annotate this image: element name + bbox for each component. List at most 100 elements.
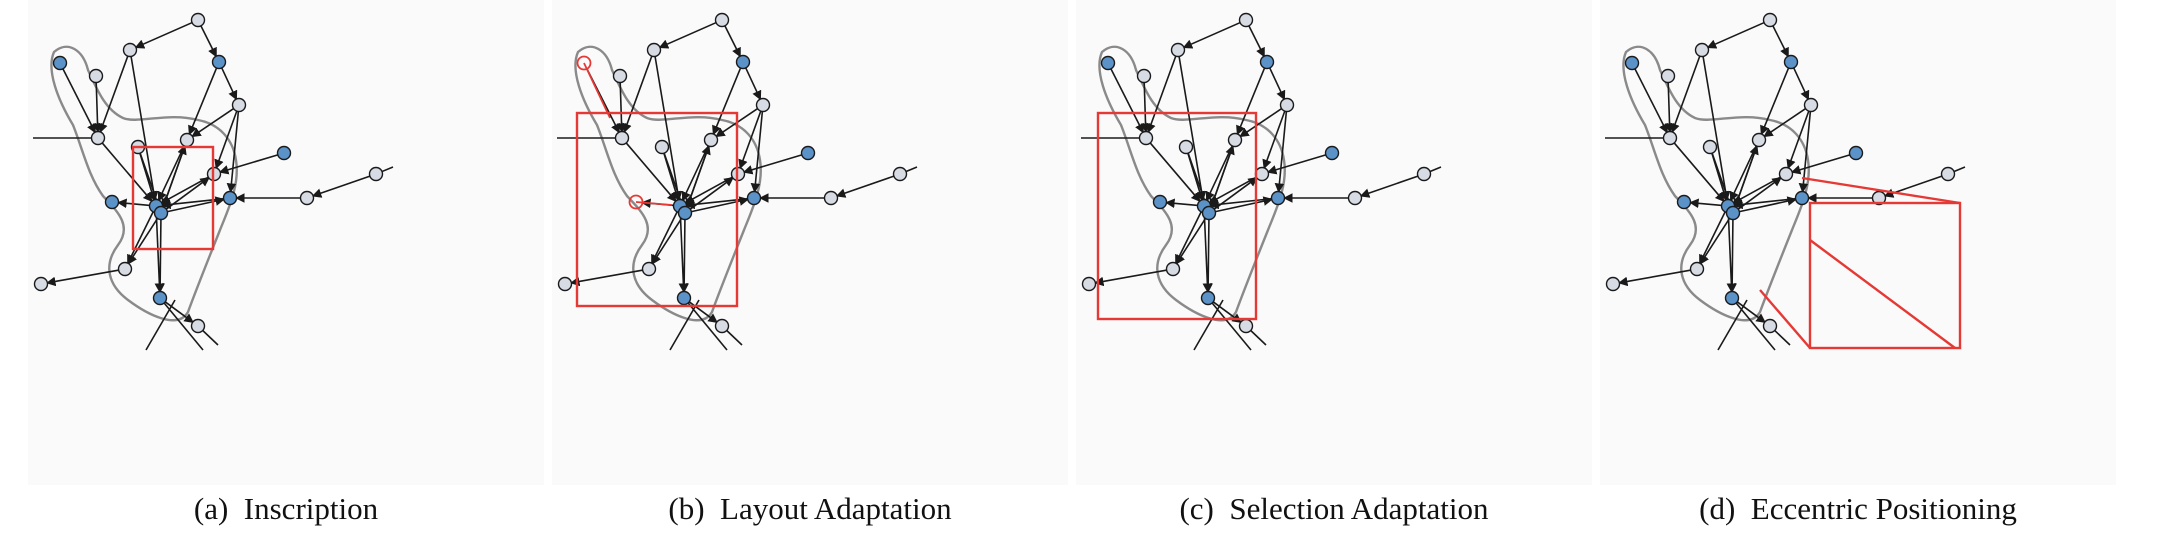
graph-edge: [1207, 297, 1252, 351]
graph-edge: [1670, 55, 1701, 134]
graph-edge: [1738, 196, 1798, 213]
diagram-background: [1600, 0, 2116, 485]
selection-box: [575, 111, 739, 308]
graph-edge: [1209, 145, 1234, 209]
graph-edge: [145, 299, 176, 351]
graph-node-light: [755, 97, 771, 113]
graph-node-blue: [152, 290, 168, 306]
graph-node-blue: [211, 54, 227, 70]
graph-node-blue: [1270, 190, 1286, 206]
graph-edge: [1790, 153, 1851, 175]
lens-connector: [1801, 176, 1961, 205]
graph-edge: [689, 176, 734, 211]
graph-node-light: [646, 42, 662, 58]
graph-edge: [165, 176, 210, 211]
graph-node-light: [703, 132, 719, 148]
graph-node-light: [190, 318, 206, 334]
graph-edge: [625, 142, 677, 203]
graph-edge: [159, 297, 204, 351]
caption-layout-adaptation: (b) Layout Adaptation: [668, 491, 952, 526]
graph-edge: [155, 218, 165, 293]
graph-edge: [750, 110, 764, 193]
graph-edge: [1140, 81, 1151, 133]
graph-node-blue: [1201, 205, 1217, 221]
graph-node-light: [1178, 139, 1194, 155]
graph-node-blue: [1725, 205, 1741, 221]
graph-edge: [723, 25, 742, 58]
graph-node-light: [1165, 261, 1181, 277]
graph-edge: [738, 110, 762, 170]
graph-node-light: [1170, 42, 1186, 58]
graph-edge: [1149, 142, 1201, 203]
graph-edge: [1706, 21, 1765, 49]
graph-node-blue: [276, 145, 292, 161]
graph-node-blue: [1848, 145, 1864, 161]
graph-edge: [1214, 196, 1274, 213]
graph-edge: [1182, 21, 1241, 49]
graph-edge: [161, 145, 186, 209]
panel-inscription: (a) Inscription: [28, 0, 544, 539]
graph-node-light: [641, 261, 657, 277]
panel-eccentric-positioning: (d) Eccentric Positioning: [1600, 0, 2116, 539]
graph-edge: [1731, 297, 1776, 351]
graph-edge: [188, 67, 218, 136]
graph-edge: [98, 55, 129, 134]
graph-node-light: [1762, 318, 1778, 334]
graph-edge: [1146, 55, 1177, 134]
graph-edge: [1359, 175, 1419, 198]
caption-inscription: (a) Inscription: [193, 491, 379, 526]
panel-layout-adaptation: (b) Layout Adaptation: [552, 0, 1068, 539]
graph-edge: [92, 81, 103, 133]
graph-edge: [226, 110, 240, 193]
cluster-outline: [1098, 45, 1286, 322]
graph-edge: [311, 175, 371, 198]
graph-edge: [742, 153, 803, 175]
graph-edge: [45, 269, 120, 287]
graph-node-blue: [677, 205, 693, 221]
graph-edge: [1771, 25, 1790, 58]
ghost-node: [576, 55, 592, 71]
graph-node-blue: [1676, 194, 1692, 210]
graph-edge: [654, 55, 683, 202]
graph-edge: [1262, 110, 1286, 170]
graph-node-light: [299, 190, 315, 206]
graph-node-light: [231, 97, 247, 113]
graph-edge: [1213, 176, 1258, 211]
graph-edge: [651, 217, 683, 265]
graph-node-light: [1347, 190, 1363, 206]
graph-edge: [1689, 198, 1723, 209]
graph-node-blue: [1324, 145, 1340, 161]
graph-edge: [1792, 67, 1810, 101]
graph-node-light: [714, 12, 730, 28]
graph-edge: [1247, 25, 1266, 58]
graph-edge: [1711, 152, 1733, 209]
graph-node-light: [1778, 166, 1794, 182]
graph-edge: [1760, 67, 1790, 136]
graph-edge: [1736, 300, 1766, 324]
displacement-line: [583, 62, 611, 119]
graph-diagram-d: [1600, 0, 2116, 485]
graph-node-blue: [104, 194, 120, 210]
graph-node-light: [1138, 130, 1154, 146]
graph-edge: [1178, 55, 1207, 202]
graph-edge: [1664, 81, 1675, 133]
graph-edge: [622, 55, 653, 134]
graph-node-light: [1238, 318, 1254, 334]
graph-node-light: [368, 166, 384, 182]
graph-edge: [1239, 107, 1283, 138]
graph-edge: [658, 21, 717, 49]
graph-node-light: [90, 130, 106, 146]
graph-node-blue: [746, 190, 762, 206]
graph-node-blue: [735, 54, 751, 70]
lens-diagonal: [1809, 239, 1956, 349]
graph-edge: [1727, 218, 1737, 293]
graph-edge: [1274, 110, 1288, 193]
graph-node-light: [1227, 132, 1243, 148]
graph-edge: [1717, 299, 1748, 351]
graph-edge: [134, 21, 193, 49]
graph-edge: [663, 152, 685, 209]
graph-edge: [744, 67, 762, 101]
graph-edge: [1193, 299, 1224, 351]
graph-node-light: [1702, 139, 1718, 155]
cluster-outline: [574, 45, 762, 322]
